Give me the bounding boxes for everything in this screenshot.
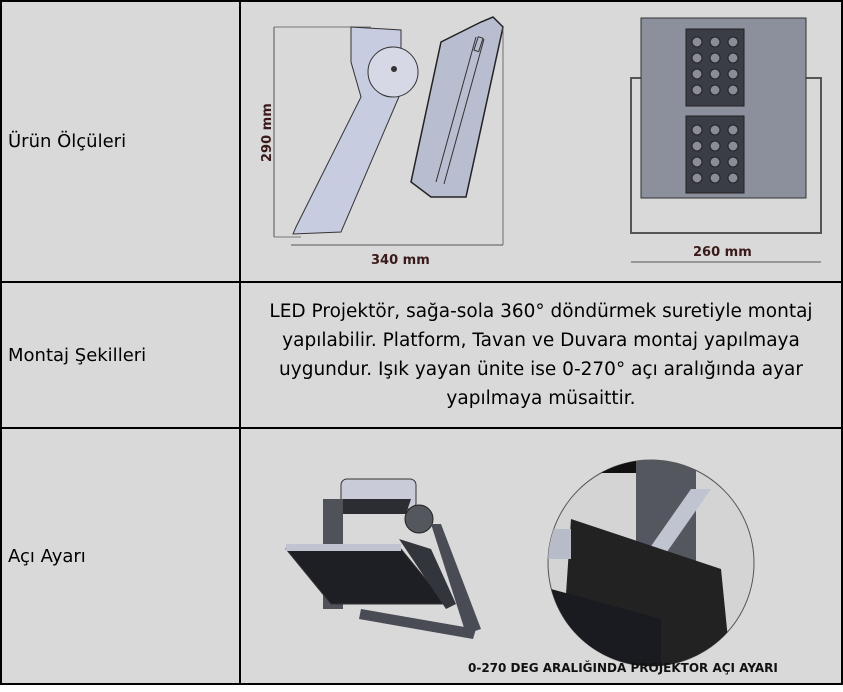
- width-dimension-label: 260 mm: [693, 245, 752, 260]
- row-mounting: Montaj Şekilleri LED Projektör, sağa-sol…: [0, 281, 843, 429]
- angle-adjustment-illustration: 0-270 DEG ARALIĞINDA PROJEKTOR AÇI AYARI: [284, 459, 778, 675]
- row-dimensions: Ürün Ölçüleri: [0, 0, 843, 283]
- projector-3d-view: [284, 478, 481, 639]
- height-dimension-label: 290 mm: [260, 103, 275, 162]
- front-view-drawing: 260 mm: [630, 17, 822, 263]
- row-label-mounting: Montaj Şekilleri: [0, 281, 241, 429]
- side-view-drawing: 340 mm 290 mm: [260, 16, 504, 268]
- angle-caption: 0-270 DEG ARALIĞINDA PROJEKTOR AÇI AYARI: [468, 660, 778, 675]
- dimensions-drawing-cell: 340 mm 290 mm: [239, 0, 843, 283]
- angle-drawing-cell: 0-270 DEG ARALIĞINDA PROJEKTOR AÇI AYARI: [239, 427, 843, 685]
- row-label-angle: Açı Ayarı: [0, 427, 241, 685]
- depth-dimension-label: 340 mm: [371, 253, 430, 268]
- dimension-drawing: 340 mm 290 mm: [260, 16, 822, 268]
- mounting-description: LED Projektör, sağa-sola 360° döndürmek …: [239, 281, 843, 429]
- row-label-dimensions: Ürün Ölçüleri: [0, 0, 241, 283]
- zoom-detail-circle: [547, 459, 755, 667]
- row-angle-adjustment: Açı Ayarı: [0, 427, 843, 685]
